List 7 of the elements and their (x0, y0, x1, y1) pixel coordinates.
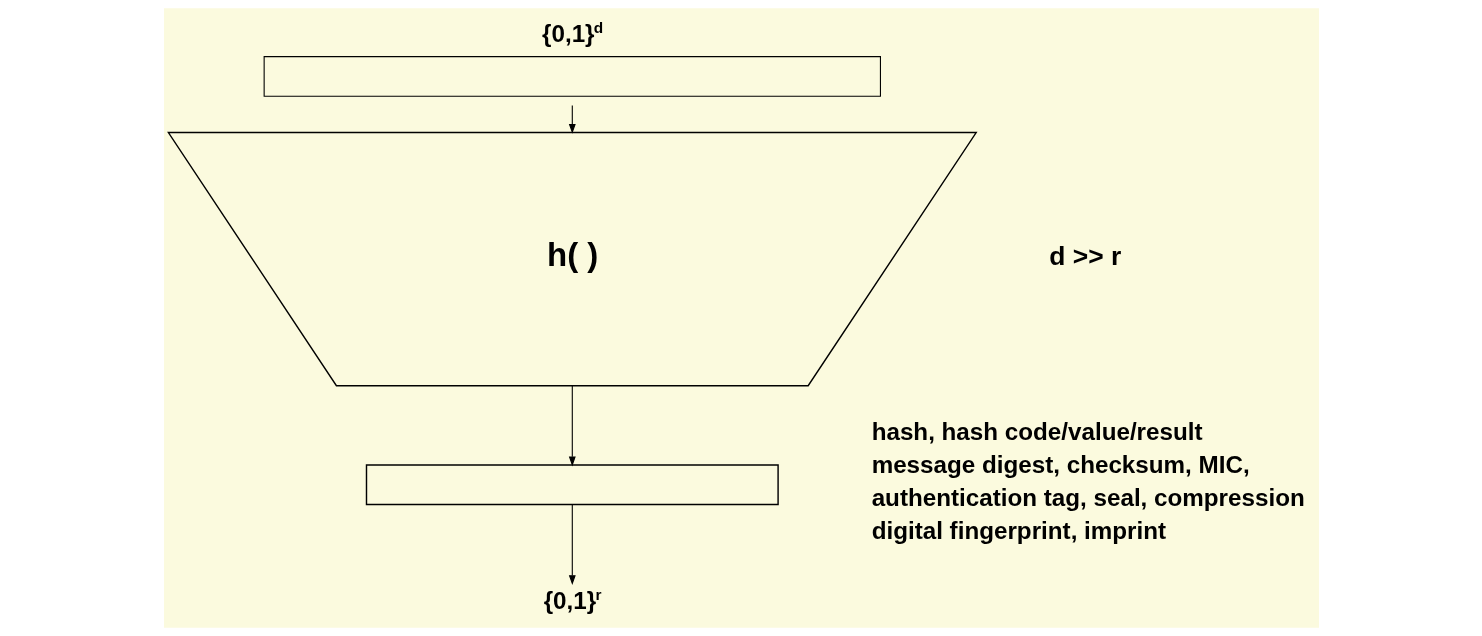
node-text: {0,1}$^{r}$ (543, 586, 601, 614)
label: digital fingerprint, imprint (871, 517, 1166, 545)
label: hash, hash code/value/result (871, 418, 1203, 446)
label: authentication tag, seal, compression (871, 484, 1305, 512)
label: d >> r (1048, 240, 1121, 271)
node-label: {0,1}$^{d}$ (541, 19, 603, 47)
label: message digest, checksum, MIC, (871, 451, 1250, 479)
